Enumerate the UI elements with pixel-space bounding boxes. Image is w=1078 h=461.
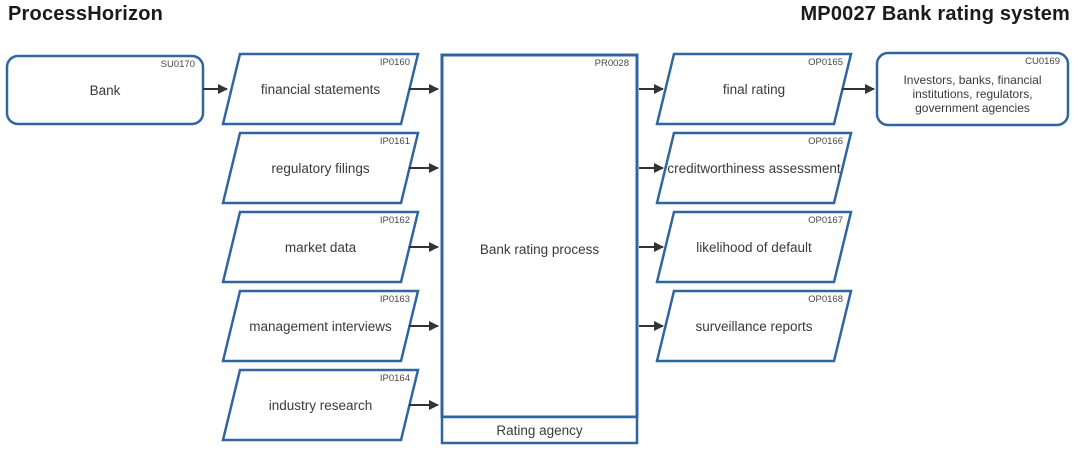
customer-shape bbox=[875, 51, 1070, 127]
process-shape bbox=[440, 53, 639, 419]
output-shape-surveillance-reports bbox=[655, 289, 853, 363]
supplier-shape bbox=[5, 54, 205, 126]
input-shape-market-data bbox=[221, 210, 420, 284]
output-shape-likelihood-of-default bbox=[655, 210, 853, 284]
process-owner-band bbox=[440, 415, 639, 445]
input-shape-management-interviews bbox=[221, 289, 420, 363]
input-shape-regulatory-filings bbox=[221, 131, 420, 205]
input-shape-industry-research bbox=[221, 368, 420, 442]
brand-title: ProcessHorizon bbox=[8, 3, 164, 25]
diagram-title: MP0027 Bank rating system bbox=[800, 3, 1070, 25]
output-shape-creditworthiness-assessment bbox=[655, 131, 853, 205]
input-shape-financial-statements bbox=[221, 52, 420, 126]
output-shape-final-rating bbox=[655, 52, 853, 126]
connector-arrows bbox=[203, 84, 875, 410]
